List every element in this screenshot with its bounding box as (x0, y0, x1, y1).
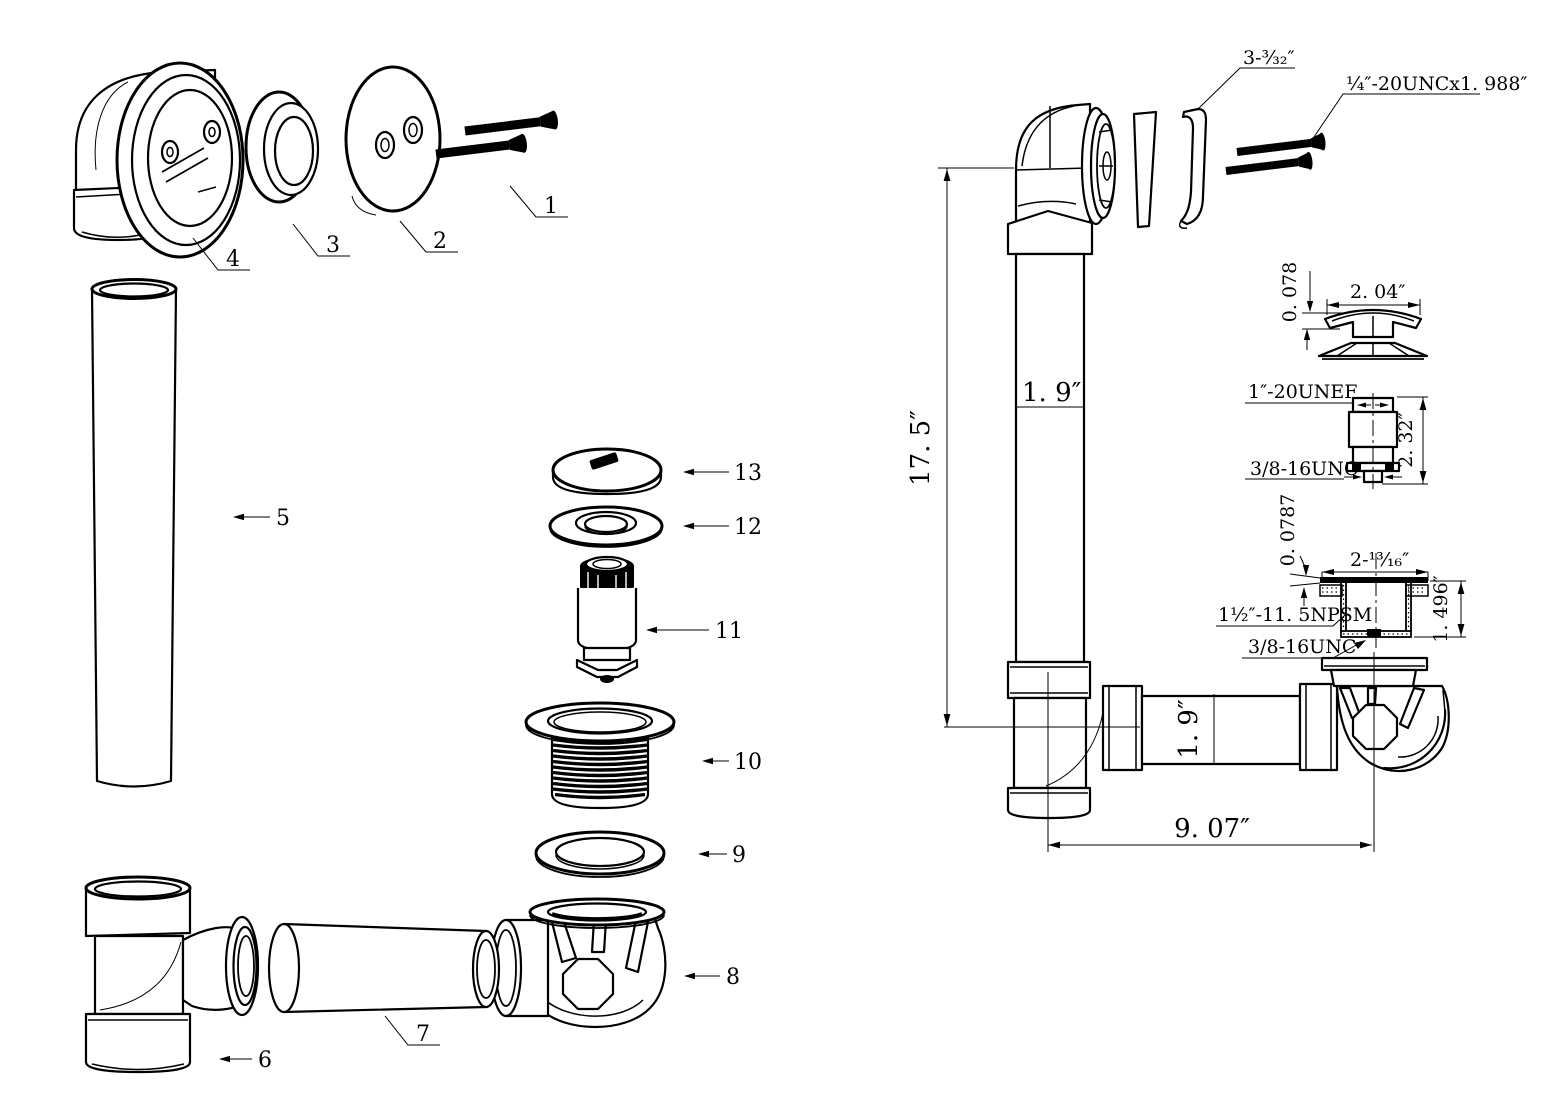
cap-diameter-label: 2. 04″ (1350, 281, 1405, 303)
part-number-13: 13 (734, 461, 762, 486)
cartridge-height-label: 2. 32″ (1395, 412, 1417, 467)
part-3-retaining-ring (244, 90, 320, 204)
part-number-1: 1 (544, 194, 558, 219)
assembled-screws (1225, 132, 1326, 175)
part-number-5: 5 (276, 506, 290, 531)
assembled-drain-pipe (1140, 682, 1339, 772)
part-6-tee-fitting (84, 875, 260, 1074)
dim-length-9-07: 9. 07″ (1047, 652, 1375, 852)
dim-pipe-od-top: 1. 9″ (1017, 378, 1085, 408)
part-number-2: 2 (433, 229, 447, 254)
part-number-3: 3 (326, 233, 340, 258)
part-5-overflow-tube (90, 278, 178, 788)
screw-spec-label: ¼″-20UNCx1. 988″ (1346, 73, 1528, 95)
part-label-4: 4 (192, 237, 250, 272)
height-dim-label: 17. 5″ (906, 410, 936, 486)
part-label-2: 2 (399, 220, 458, 254)
drain-bottom-thread-label: 3/8-16UNC (1248, 636, 1356, 658)
drain-height-label: 1. 496″ (1430, 575, 1452, 643)
assembled-downpipe (1006, 252, 1092, 700)
part-number-4: 4 (226, 247, 240, 272)
assembled-drain-elbow (1320, 656, 1450, 772)
pipe-od-top-label: 1. 9″ (1022, 378, 1082, 408)
part-label-3: 3 (292, 223, 350, 258)
leader-plate-width: 3-³⁄₃₂″ (1196, 47, 1295, 111)
part-2-overflow-faceplate (344, 65, 442, 216)
part-number-7: 7 (416, 1022, 430, 1047)
detail-cartridge: 1″-20UNEF 3/8-16UNC 2. 32″ (1245, 381, 1428, 489)
detail-drain-cup: 2-¹³⁄₁₆″ 0. 0787 1½″-11. 5NPSM 3/8-16UNC… (1216, 494, 1466, 659)
assembled-tee (1006, 684, 1144, 820)
part-label-9: 9 (698, 843, 746, 868)
part-label-1: 1 (509, 185, 568, 219)
part-number-9: 9 (732, 843, 746, 868)
plate-width-label: 3-³⁄₃₂″ (1243, 47, 1295, 69)
part-label-12: 12 (683, 515, 762, 540)
dim-height-17-5: 17. 5″ (906, 167, 1140, 728)
part-number-10: 10 (734, 750, 762, 775)
part-8-drain-elbow (489, 897, 667, 1029)
part-11-stopper-cartridge (575, 555, 639, 683)
part-number-12: 12 (734, 515, 762, 540)
drain-flange-diameter-label: 2-¹³⁄₁₆″ (1350, 549, 1409, 571)
dim-pipe-od-bottom: 1. 9″ (1174, 694, 1215, 764)
part-number-6: 6 (258, 1048, 272, 1073)
part-label-6: 6 (219, 1048, 272, 1073)
leader-screw-spec: ¼″-20UNCx1. 988″ (1311, 73, 1528, 141)
drain-flange-thickness-label: 0. 0787 (1277, 494, 1299, 567)
pipe-od-bottom-label: 1. 9″ (1174, 699, 1204, 759)
part-label-5: 5 (233, 506, 290, 531)
part-4-overflow-elbow (72, 61, 245, 259)
drain-body-thread-label: 1½″-11. 5NPSM (1218, 604, 1372, 626)
assembled-overflow-elbow (1006, 102, 1117, 256)
part-number-11: 11 (715, 619, 743, 644)
cartridge-bottom-thread-label: 3/8-16UNC (1250, 458, 1358, 480)
part-number-8: 8 (726, 965, 740, 990)
cartridge-top-thread-label: 1″-20UNEF (1248, 381, 1357, 403)
part-label-11: 11 (646, 619, 743, 644)
detail-cap-profile: 2. 04″ 0. 078 (1279, 262, 1429, 360)
part-label-7: 7 (384, 1015, 440, 1047)
assembled-cover-plate (1178, 107, 1208, 229)
part-label-13: 13 (683, 461, 762, 486)
cap-thickness-label: 0. 078 (1279, 262, 1301, 322)
part-9-drain-washer (534, 830, 666, 878)
part-1-faceplate-screws (435, 110, 558, 159)
part-label-8: 8 (684, 965, 740, 990)
assembled-gasket-wedge (1132, 110, 1158, 229)
part-10-drain-strainer-body (524, 701, 676, 810)
part-12-stopper-washer (548, 505, 664, 548)
part-label-10: 10 (702, 750, 762, 775)
part-13-stopper-cap (551, 447, 663, 496)
part-7-drain-tube (267, 922, 501, 1014)
length-dim-label: 9. 07″ (1174, 814, 1250, 844)
